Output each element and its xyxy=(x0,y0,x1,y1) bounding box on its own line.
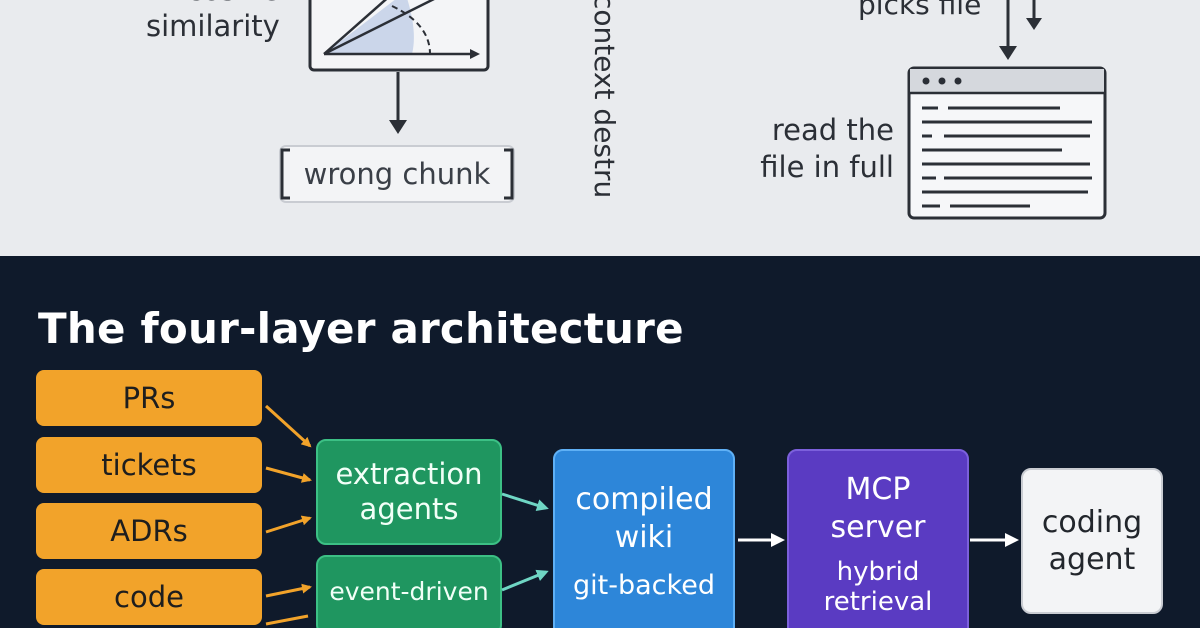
wrong-chunk-box xyxy=(279,145,515,203)
source-adrs: ADRs xyxy=(36,503,262,559)
arrow-adrs-to-extraction xyxy=(265,515,312,534)
flow-arrows xyxy=(264,404,1019,626)
vector-plot xyxy=(308,0,490,72)
wrong-chunk-label: wrong chunk xyxy=(303,157,491,191)
arrow-prs-to-extraction xyxy=(264,404,312,448)
arrow-tickets-to-extraction xyxy=(265,466,312,483)
coding-agent-label: coding agent xyxy=(1041,504,1143,578)
top-diagram xyxy=(279,0,1107,220)
read-file-label: read the file in full xyxy=(760,113,894,185)
hybrid-retrieval-label: hybrid retrieval xyxy=(823,557,933,617)
top-panel: cosine similarity xyxy=(0,0,1200,256)
file-window-icon xyxy=(907,66,1107,220)
extraction-agents-label: extraction agents xyxy=(335,457,483,526)
event-driven-label: event-driven xyxy=(329,577,489,606)
event-driven-box: event-driven xyxy=(316,555,502,628)
source-code: code xyxy=(36,569,262,625)
arrow-event-to-wiki xyxy=(501,569,549,592)
cosine-similarity-label: cosine similarity xyxy=(146,0,280,44)
mcp-server-label: MCP server xyxy=(830,472,926,545)
architecture-title: The four-layer architecture xyxy=(38,304,684,353)
picks-file-arrows xyxy=(999,0,1042,60)
arrow-code-to-bottom xyxy=(265,614,309,626)
compiled-wiki-box: compiled wiki git-backed xyxy=(553,449,735,628)
picks-file-label: picks file xyxy=(858,0,982,21)
compiled-wiki-label: compiled wiki xyxy=(575,482,713,555)
arrow-extraction-to-wiki xyxy=(501,492,549,511)
arrow-code-to-event xyxy=(265,583,312,598)
mcp-server-box: MCP server hybrid retrieval xyxy=(787,449,969,628)
coding-agent-box: coding agent xyxy=(1021,468,1163,614)
source-tickets: tickets xyxy=(36,437,262,493)
git-backed-label: git-backed xyxy=(573,570,715,601)
source-prs: PRs xyxy=(36,370,262,426)
architecture-panel: The four-layer architecture PRs tickets … xyxy=(0,256,1200,628)
extraction-agents-box: extraction agents xyxy=(316,439,502,545)
context-destruction-label: context destru xyxy=(588,0,621,199)
arrow-to-chunk xyxy=(389,72,407,134)
